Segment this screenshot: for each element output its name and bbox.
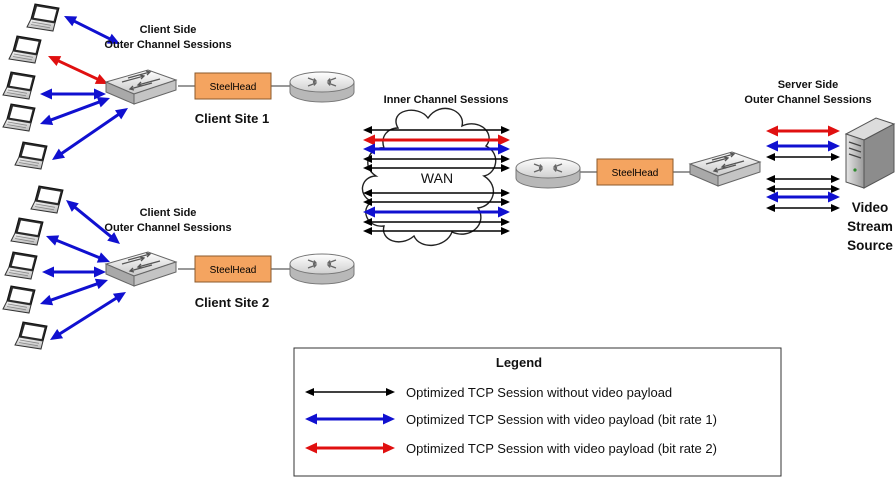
legend-items: Optimized TCP Session without video payl… [305,385,717,456]
red-session-arrow [48,56,108,84]
client-site-1-laptops [2,3,60,170]
blue-server-session-arrow [766,140,840,152]
router-icon [515,157,581,189]
blue-session-arrow [64,16,120,44]
red-server-session-arrow [766,125,840,137]
steelhead-2-label: SteelHead [210,265,257,276]
laptop-icon [26,3,60,32]
legend-title: Legend [496,355,542,370]
black-inner-session-arrow [363,227,510,235]
laptop-icon [14,321,48,350]
steelhead-server: SteelHead [596,158,674,186]
server-icon [844,117,896,189]
legend-blue-arrow [305,413,395,425]
server-side-subtitle: Outer Channel Sessions [744,94,871,106]
diagram-labels: Client Side Outer Channel Sessions Clien… [104,24,893,310]
blue-session-arrow [40,88,106,100]
blue-server-session-arrow [766,191,840,203]
black-server-session-arrow [766,204,840,212]
blue-session-arrow [42,266,106,278]
laptop-icon [30,185,64,214]
blue-session-arrow [40,278,108,306]
laptop-icon [8,35,42,64]
client-side-2-subtitle: Outer Channel Sessions [104,222,231,234]
black-server-session-arrow [766,175,840,183]
client-site-2-label: Client Site 2 [195,295,269,310]
black-inner-session-arrow [363,218,510,226]
client-side-1-title: Client Side [140,24,197,36]
switch-icon [689,151,761,187]
laptop-icon [10,217,44,246]
blue-session-arrow [52,108,128,160]
legend-box: Legend Optimized TCP Session without vid… [293,347,782,477]
legend-black-arrow [305,388,395,396]
session-arrows [40,16,840,340]
blue-session-arrow [66,200,120,244]
router-icon [289,253,355,285]
switch-icon [105,69,177,105]
client-side-1-subtitle: Outer Channel Sessions [104,39,231,51]
laptop-icon [2,71,36,100]
blue-session-arrow [40,97,110,125]
network-links [178,85,690,270]
red-inner-session-arrow [363,134,510,146]
legend-item-label: Optimized TCP Session with video payload… [406,441,717,456]
client-side-2-title: Client Side [140,207,197,219]
inner-channel-arrows [363,126,510,235]
steelhead-server-label: SteelHead [612,168,659,179]
server-side-title: Server Side [778,79,839,91]
legend-red-arrow [305,442,395,454]
black-inner-session-arrow [363,155,510,163]
blue-inner-session-arrow [363,143,510,155]
steelhead-1: SteelHead [194,72,272,100]
black-inner-session-arrow [363,164,510,172]
video-source-line2: Stream [847,219,893,234]
steelhead-2: SteelHead [194,255,272,283]
switch-icon [105,251,177,287]
inner-channel-label: Inner Channel Sessions [384,94,509,106]
laptop-icon [2,103,36,132]
blue-inner-session-arrow [363,206,510,218]
wan-cloud: WAN [361,107,497,246]
blue-session-arrow [46,235,110,263]
black-inner-session-arrow [363,126,510,134]
laptop-icon [4,251,38,280]
steelhead-1-label: SteelHead [210,82,257,93]
black-server-session-arrow [766,153,840,161]
black-inner-session-arrow [363,198,510,206]
legend-item-label: Optimized TCP Session without video payl… [406,385,672,400]
blue-session-arrow [50,292,126,340]
client-site-1-label: Client Site 1 [195,111,269,126]
legend-item-label: Optimized TCP Session with video payload… [406,412,717,427]
black-inner-session-arrow [363,189,510,197]
laptop-icon [14,141,48,170]
video-source-line3: Source [847,238,893,253]
black-server-session-arrow [766,185,840,193]
video-source-line1: Video [852,200,889,215]
laptop-icon [2,285,36,314]
router-icon [289,71,355,103]
wan-label: WAN [421,170,453,186]
